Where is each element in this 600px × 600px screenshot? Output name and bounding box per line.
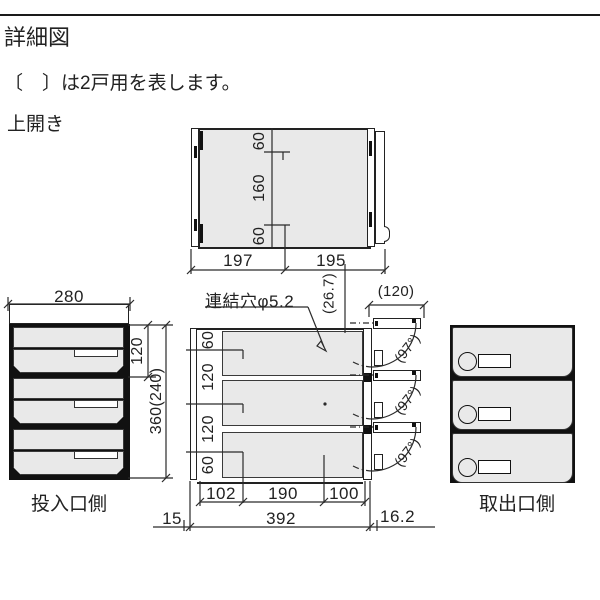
hinge-mark-icon (194, 219, 197, 231)
door-angle-label: (97°) (390, 382, 424, 418)
latch-bump (384, 226, 390, 242)
hinge-mark-icon (369, 212, 372, 227)
lid-corner-bracket (200, 131, 203, 150)
mail-slot-door (13, 451, 124, 475)
mail-slot-door (13, 349, 124, 373)
compartment-section (222, 432, 363, 478)
door-angle-label: (97°) (390, 330, 424, 366)
dim-total-height: 360(240) (148, 367, 165, 435)
dim-bottom-100: 100 (329, 484, 359, 503)
connection-hole-label: 連結穴φ5.2 (205, 292, 295, 311)
dim-total-width: 392 (266, 509, 296, 528)
mail-slot-flap (13, 378, 124, 399)
door-handle (74, 401, 118, 408)
dim-bottom-190: 190 (268, 484, 298, 503)
dim-door-open-label: (120) (377, 283, 415, 300)
front-view-label: 投入口側 (30, 494, 107, 515)
page-title: 詳細図 (4, 25, 71, 50)
side-view-rear-wall (363, 328, 372, 480)
compartment-section (222, 380, 363, 426)
compartment-section (222, 331, 363, 376)
shelf-edge-mark (364, 425, 372, 434)
door-latch (374, 350, 383, 366)
mail-slot-flap (13, 429, 124, 450)
dim-width-right: 195 (316, 251, 346, 270)
lock-dial-icon (458, 352, 477, 371)
open-type-label: 上開き (7, 114, 65, 135)
dim-unit-height: 120 (129, 337, 146, 365)
takeout-door (452, 327, 573, 377)
front-view-lid-edge (9, 304, 129, 324)
door-angle-label: (97°) (390, 434, 424, 470)
note-text: 〔 〕は2戸用を表します。 (4, 73, 241, 94)
side-view-interior (197, 328, 363, 484)
top-view-edge-strip-right (367, 128, 375, 247)
hinge-mark-icon (194, 146, 197, 158)
dim-offset-label: (26.7) (320, 273, 338, 314)
mail-slot-door (13, 400, 124, 424)
door-latch (374, 402, 383, 418)
top-view-lid-panel (198, 128, 371, 249)
lock-dial-icon (458, 405, 477, 424)
door-handle (74, 350, 118, 357)
dim-bottom-102: 102 (206, 484, 236, 503)
hinge-mark-icon (369, 141, 372, 156)
takeout-door (452, 433, 573, 483)
side-view-front-wall (190, 328, 197, 480)
name-plate (478, 407, 511, 421)
back-view-label: 取出口側 (478, 494, 555, 515)
takeout-door (452, 380, 573, 430)
top-rule (0, 14, 600, 16)
dim-front-width: 280 (54, 287, 84, 306)
lock-dial-icon (458, 458, 477, 477)
dim-margin-left: 15 (162, 509, 182, 528)
mail-slot-flap (13, 327, 124, 348)
front-view-body (9, 324, 130, 480)
back-view-body (450, 325, 575, 483)
name-plate (478, 354, 511, 368)
name-plate (478, 460, 511, 474)
top-view-frame-strip-right (375, 131, 385, 244)
dim-margin-right: 16.2 (380, 507, 416, 526)
shelf-edge-mark (364, 373, 372, 382)
door-handle (74, 452, 118, 459)
door-latch (374, 454, 383, 470)
lid-corner-bracket (200, 224, 203, 243)
dim-width-left: 197 (223, 251, 253, 270)
